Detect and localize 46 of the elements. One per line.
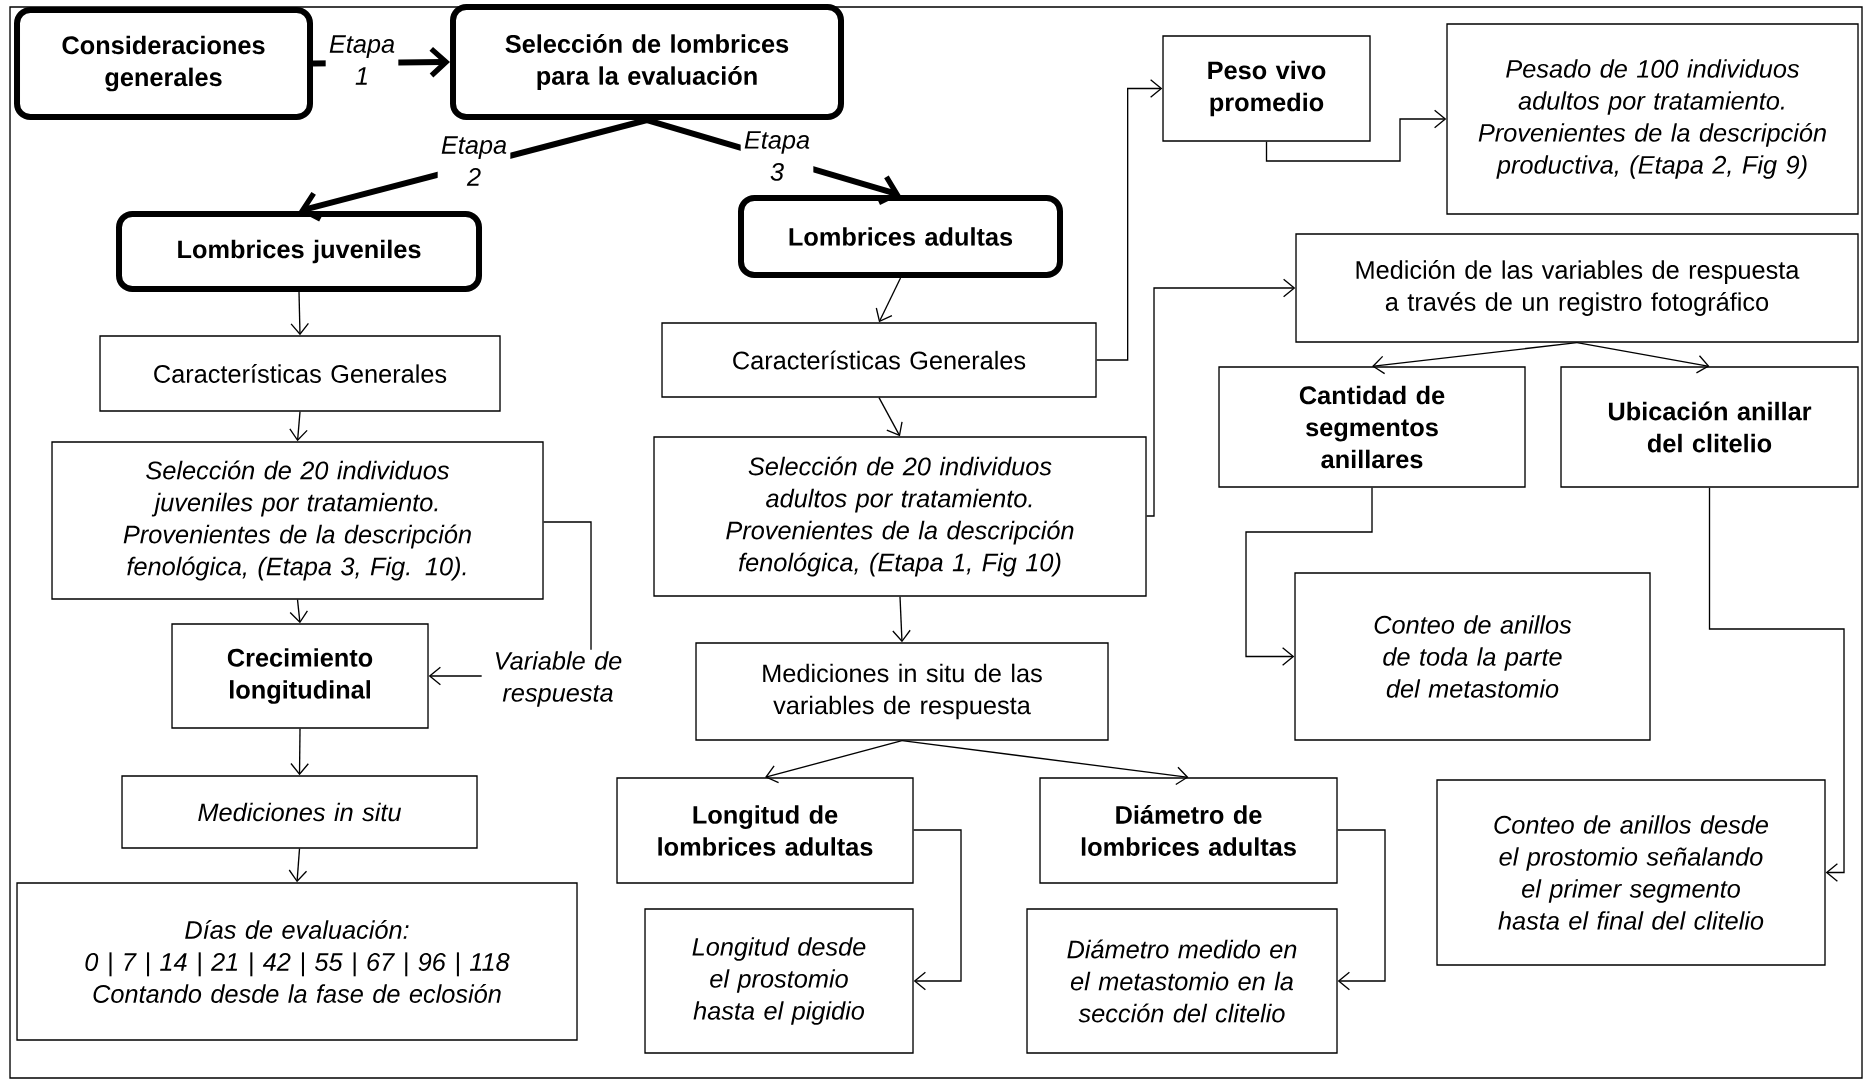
arrow — [1245, 487, 1373, 666]
arrow — [1146, 278, 1296, 517]
process-box: Características Generales — [661, 322, 1097, 398]
note-box: Pesado de 100 individuos adultos por tratamiento. Provenientes de la descripción productiva, (Etapa 2, Fig 9) — [1446, 23, 1859, 215]
arrow — [901, 740, 1189, 786]
edge-label: Etapa 3 — [740, 129, 814, 183]
process-box: Medición de las variables de respuesta a través de un registro fotográfico — [1295, 233, 1859, 343]
arrow — [1708, 487, 1845, 882]
arrow — [290, 291, 310, 336]
arrow — [878, 397, 903, 437]
arrow — [1372, 342, 1578, 375]
process-box: Características Generales — [99, 335, 501, 412]
note-box: Mediciones in situ — [121, 775, 478, 849]
process-box: Diámetro de lombrices adultas — [1039, 777, 1338, 884]
process-box: Crecimiento longitudinal — [171, 623, 429, 729]
edge-label: Etapa 1 — [325, 33, 399, 87]
arrow — [289, 599, 309, 624]
heading-box: Selección de lombrices para la evaluación — [450, 4, 844, 120]
note-box: Diámetro medido en el metastomio en la sección del clitelio — [1026, 908, 1338, 1054]
process-box: Peso vivo promedio — [1162, 35, 1371, 142]
heading-box: Consideraciones generales — [14, 7, 313, 120]
arrow — [289, 411, 308, 442]
arrow — [1096, 79, 1163, 361]
process-box: Longitud de lombrices adultas — [616, 777, 914, 884]
arrow — [1337, 829, 1386, 991]
arrow — [288, 848, 308, 883]
note-box: Longitud desde el prostomio hasta el pigidio — [644, 908, 914, 1054]
note-box: Selección de 20 individuos juveniles por tratamiento. Provenientes de la descripción fenológica, (Etapa 3, Fig. 10). — [51, 441, 544, 600]
arrow — [765, 740, 903, 784]
arrow — [913, 829, 962, 991]
note-box: Conteo de anillos desde el prostomio señalando el primer segmento hasta el final del clitelio — [1436, 779, 1826, 966]
edge-label: Variable de respuesta — [481, 649, 635, 709]
arrow — [1265, 109, 1447, 162]
heading-box: Lombrices adultas — [738, 195, 1063, 278]
arrow — [1576, 342, 1710, 374]
process-box: Cantidad de segmentos anillares — [1218, 366, 1526, 488]
process-box: Mediciones in situ de las variables de respuesta — [695, 642, 1109, 741]
edge-label: Etapa 2 — [437, 134, 511, 188]
note-box: Selección de 20 individuos adultos por tratamiento. Provenientes de la descripción fenológica, (Etapa 1, Fig 10) — [653, 436, 1147, 597]
arrow — [875, 277, 902, 323]
process-box: Ubicación anillar del clitelio — [1560, 366, 1859, 488]
heading-box: Lombrices juveniles — [116, 211, 482, 292]
arrow — [290, 728, 309, 776]
note-box: Conteo de anillos de toda la parte del metastomio — [1294, 572, 1651, 741]
note-box: Días de evaluación: 0 | 7 | 14 | 21 | 42 | 55 | 67 | 96 | 118 Contando desde la fase de eclosión — [16, 882, 578, 1041]
arrow — [892, 596, 911, 643]
